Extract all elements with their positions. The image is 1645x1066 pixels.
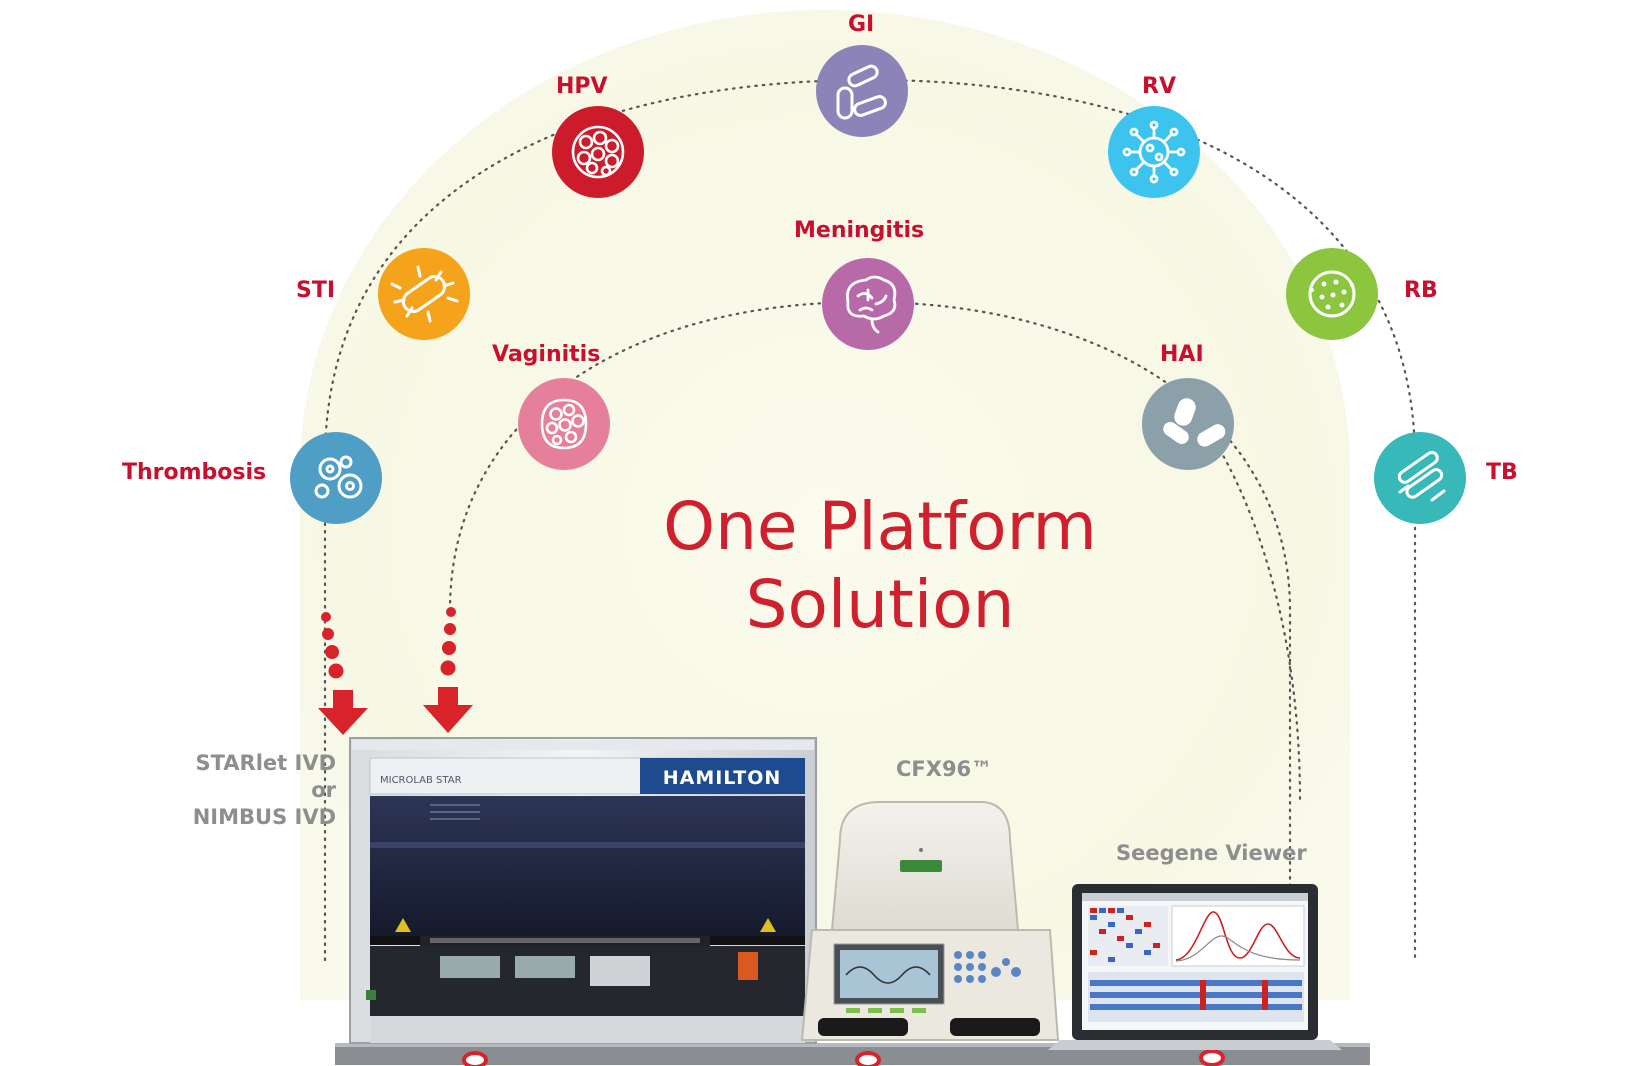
starlet-instrument: HAMILTON MICROLAB STAR — [349, 737, 817, 1044]
starlet-ivd-text: STARlet IVD — [195, 751, 336, 775]
platform-markers — [462, 1049, 1225, 1066]
sti-label: STI — [296, 278, 336, 303]
platform-marker — [855, 1051, 881, 1066]
red-arrow-icon — [318, 690, 368, 735]
rv-label: RV — [1142, 74, 1176, 99]
hpv-label: HPV — [556, 74, 608, 99]
red-drop-dot — [444, 623, 456, 635]
hamilton-brand-text: HAMILTON — [663, 767, 782, 789]
red-drop-dot — [446, 607, 456, 617]
meningitis-circle — [822, 258, 914, 350]
thrombosis-label: Thrombosis — [122, 460, 267, 485]
rod-bacteria-icon — [1397, 450, 1446, 502]
platform-title: One Platform Solution — [560, 488, 1200, 644]
or-text: or — [311, 778, 336, 802]
cell-cluster-icon — [540, 398, 588, 450]
viewer-dotted-link — [1218, 448, 1302, 802]
tb-label: TB — [1486, 460, 1518, 485]
nimbus-ivd-text: NIMBUS IVD — [192, 805, 336, 829]
bacilli-icon — [836, 64, 887, 120]
red-drop-dot — [328, 663, 344, 679]
coccus-icon — [1308, 270, 1356, 318]
title-line-1: One Platform — [663, 488, 1097, 565]
virus-icon — [1122, 120, 1186, 184]
platform-marker — [462, 1051, 488, 1066]
bacterium-icon — [390, 265, 459, 323]
rv-node — [1108, 106, 1200, 198]
hpv-node — [552, 106, 644, 198]
vaginitis-circle — [518, 378, 610, 470]
viewer-well-grid — [1088, 906, 1168, 966]
viewer-laptop — [1048, 884, 1342, 1050]
meningitis-label: Meningitis — [794, 218, 925, 243]
vaginitis-label: Vaginitis — [492, 342, 601, 367]
sample-drop-markers — [318, 607, 473, 735]
hpv-circle — [552, 106, 644, 198]
cells-icon — [314, 455, 363, 499]
sti-node — [378, 248, 470, 340]
red-drop-dot — [325, 645, 339, 659]
hai-label: HAI — [1160, 342, 1204, 367]
brain-icon — [846, 275, 897, 334]
rb-label: RB — [1404, 278, 1438, 303]
rb-node — [1286, 248, 1378, 340]
coccus-dots — [1310, 279, 1354, 310]
gi-node — [816, 45, 908, 137]
title-line-2: Solution — [745, 566, 1015, 643]
red-drop-dot — [322, 628, 334, 640]
seegene-viewer-label: Seegene Viewer — [1116, 841, 1307, 865]
red-drop-dot — [440, 660, 456, 676]
microlab-model-text: MICROLAB STAR — [380, 775, 462, 786]
sti-circle — [378, 248, 470, 340]
cfx96-instrument — [800, 801, 1060, 1041]
platform-marker — [1199, 1049, 1225, 1066]
meningitis-node — [822, 258, 914, 350]
red-arrow-icon — [423, 687, 473, 733]
gi-circle — [816, 45, 908, 137]
pills-icon — [1163, 398, 1226, 447]
virus-cluster-icon — [571, 125, 625, 179]
hai-node — [1142, 378, 1234, 470]
red-drop-dot — [321, 612, 331, 622]
extraction-instrument-label: STARlet IVD or NIMBUS IVD — [150, 750, 336, 831]
red-drop-dot — [442, 641, 456, 655]
gi-label: GI — [848, 12, 875, 37]
tb-node — [1374, 432, 1466, 524]
vaginitis-node — [518, 378, 610, 470]
rv-circle — [1108, 106, 1200, 198]
cfx96-label: CFX96™ — [896, 757, 993, 781]
thrombosis-node — [290, 432, 382, 524]
